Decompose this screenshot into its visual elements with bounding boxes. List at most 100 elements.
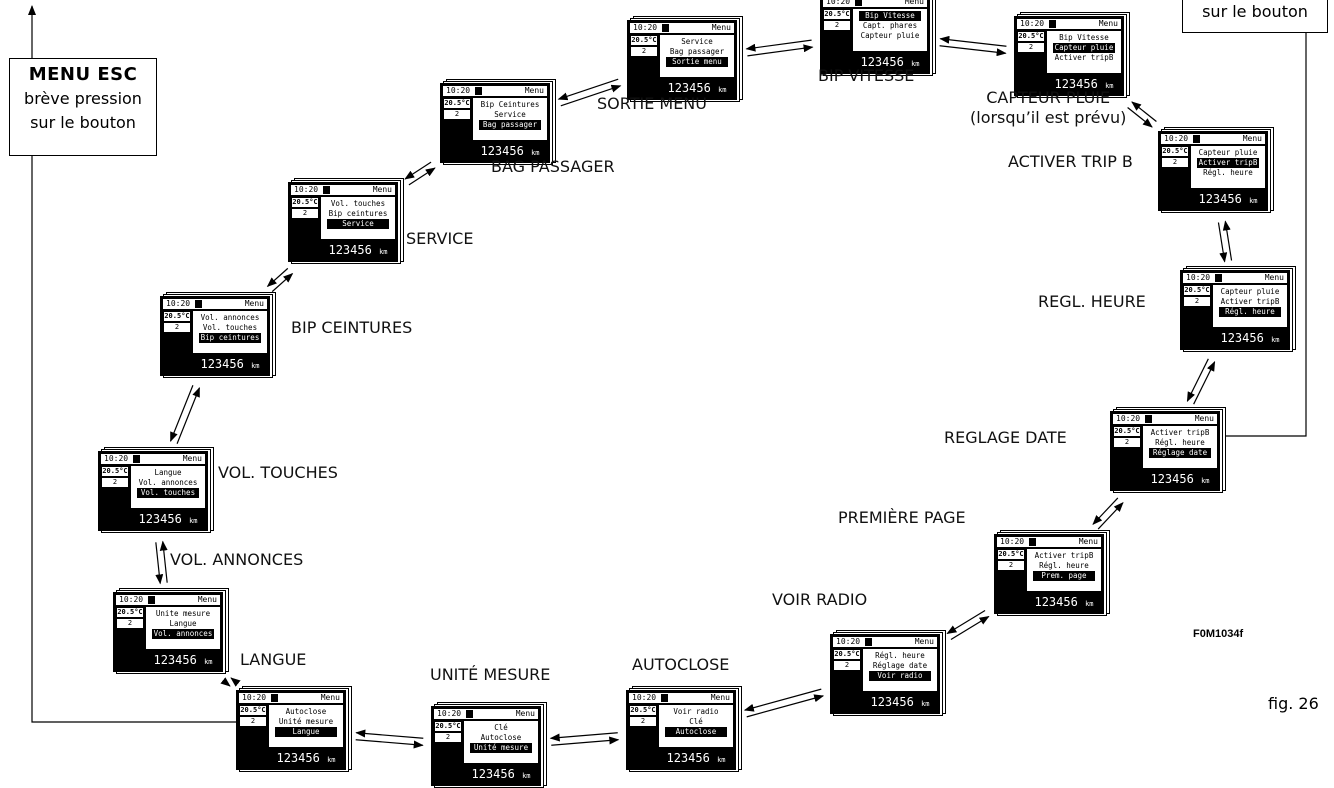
label-text: UNITÉ MESURE [430, 665, 551, 684]
odometer-unit: km [717, 756, 726, 764]
gear-indicator: 2 [117, 619, 143, 628]
menu-icon [855, 0, 862, 6]
nav-arrow [176, 386, 200, 444]
odometer: 123456 km [863, 694, 937, 710]
status-bar: 10:20 Menu [629, 693, 733, 703]
clock: 10:20 [1116, 414, 1141, 423]
nav-arrow [557, 78, 619, 101]
callout-line1: brève pression [24, 89, 142, 108]
temperature: 20.5°C [834, 650, 860, 659]
menu-icon [133, 455, 140, 463]
gear-indicator: 2 [1018, 43, 1044, 52]
menu-line: Bip Vitesse [1059, 33, 1109, 42]
label-text: VOL. TOUCHES [218, 463, 338, 482]
side-panel: 20.5°C 2 [239, 705, 267, 747]
menu-line: Unite mesure [155, 609, 211, 618]
odometer: 123456 km [1143, 471, 1217, 487]
odometer-unit: km [1085, 600, 1094, 608]
status-bar: 10:20 Menu [434, 709, 538, 719]
odometer-value: 123456 [200, 357, 244, 371]
menu-title: Menu [197, 595, 217, 604]
menu-line: Autoclose [665, 727, 727, 737]
nav-arrow [230, 677, 241, 687]
menu-line: Réglage date [872, 661, 928, 670]
label-text: BIP CEINTURES [291, 318, 413, 337]
screen-label: ACTIVER TRIP B [1008, 152, 1133, 172]
odometer-value: 123456 [153, 653, 197, 667]
odometer-unit: km [204, 658, 213, 666]
side-panel: 20.5°C 2 [1113, 426, 1141, 468]
gear-indicator: 2 [240, 717, 266, 726]
side-panel: 20.5°C 2 [1017, 31, 1045, 73]
nav-arrow [560, 84, 622, 107]
side-panel: 20.5°C 2 [630, 35, 658, 77]
status-bar: 10:20 Menu [1183, 273, 1287, 283]
menu-line: Langue [169, 619, 197, 628]
menu-line: Régl. heure [1155, 438, 1205, 447]
odometer: 123456 km [853, 54, 927, 70]
menu-icon [1029, 538, 1036, 546]
side-panel: 20.5°C 2 [116, 607, 144, 649]
nav-arrow [271, 272, 294, 293]
clock: 10:20 [166, 299, 191, 308]
odometer-value: 123456 [1034, 595, 1078, 609]
temperature: 20.5°C [630, 706, 656, 715]
nav-arrow [746, 694, 825, 718]
temperature: 20.5°C [1018, 32, 1044, 41]
side-panel: 20.5°C 2 [833, 649, 861, 691]
odometer: 123456 km [1047, 76, 1121, 92]
nav-arrow [747, 44, 814, 57]
nav-arrow [551, 736, 620, 746]
menu-icon [661, 694, 668, 702]
menu-line: Vol. touches [330, 199, 386, 208]
odometer: 123456 km [269, 750, 343, 766]
gear-indicator: 2 [630, 717, 656, 726]
temperature: 20.5°C [824, 10, 850, 19]
nav-arrow [1092, 497, 1119, 525]
side-panel: 20.5°C 2 [629, 705, 657, 747]
menu-line: Langue [154, 468, 182, 477]
nav-arrow [266, 267, 289, 288]
side-panel: 20.5°C 2 [823, 9, 851, 51]
odometer-value: 123456 [666, 751, 710, 765]
screen-label: UNITÉ MESURE [430, 665, 550, 685]
gear-indicator: 2 [1184, 297, 1210, 306]
label-text: LANGUE [240, 650, 307, 669]
nav-arrow [170, 385, 194, 443]
screen-label: REGL. HEURE [1038, 292, 1146, 312]
menu-line: Régl. heure [875, 651, 925, 660]
gear-indicator: 2 [164, 323, 190, 332]
menu-icon [475, 87, 482, 95]
odometer: 123456 km [464, 766, 538, 782]
menu-line: Capteur pluie [860, 31, 920, 40]
menu-line: Capteur pluie [1220, 287, 1280, 296]
nav-arrow [408, 167, 436, 186]
menu-icon [662, 24, 669, 32]
nav-arrow [743, 688, 822, 712]
temperature: 20.5°C [631, 36, 657, 45]
screen-label: BAG PASSAGER [491, 157, 615, 177]
odometer-unit: km [1201, 477, 1210, 485]
menu-title: Menu [182, 454, 202, 463]
odometer-unit: km [522, 772, 531, 780]
odometer-unit: km [1249, 197, 1258, 205]
menu-line: Vol. annonces [152, 629, 214, 639]
label-text: PREMIÈRE PAGE [838, 508, 966, 527]
clock: 10:20 [1000, 537, 1025, 546]
menu-icon [1215, 274, 1222, 282]
menu-line: Service [327, 219, 389, 229]
clock: 10:20 [104, 454, 129, 463]
menu-title: Menu [244, 299, 264, 308]
